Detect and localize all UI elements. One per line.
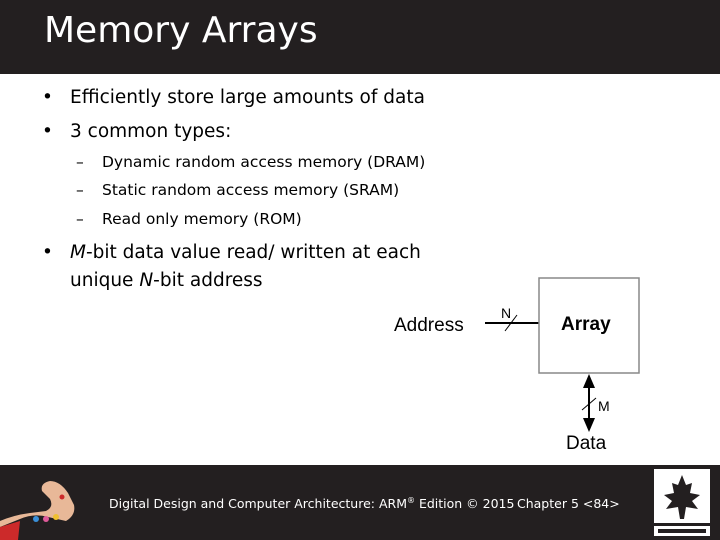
book-title-prefix: Digital Design and Computer Architecture… [109, 496, 407, 512]
m-variable: M [70, 242, 86, 263]
bullet-3-line2-post: -bit address [153, 270, 263, 291]
sub-bullet-text: Read only memory (ROM) [102, 210, 302, 228]
bullet-1: • Efficiently store large amounts of dat… [42, 84, 425, 112]
dash-mark: – [76, 181, 84, 199]
sub-bullet-text: Dynamic random access memory (DRAM) [102, 153, 426, 171]
address-bus-slash [504, 314, 518, 332]
address-label: Address [394, 315, 464, 336]
data-arrow-up [583, 374, 595, 388]
bullet-2-text: 3 common types: [70, 121, 232, 142]
bullet-2: • 3 common types: [42, 118, 232, 146]
dash-mark: – [76, 153, 84, 171]
slide-title: Memory Arrays [44, 10, 318, 51]
n-variable: N [139, 270, 154, 291]
footer-bar: Digital Design and Computer Architecture… [0, 465, 720, 540]
sub-bullet-dram: – Dynamic random access memory (DRAM) [76, 152, 426, 172]
sub-bullet-text: Static random access memory (SRAM) [102, 181, 400, 199]
title-bar: Memory Arrays [0, 0, 720, 74]
bullet-dot: • [42, 87, 53, 108]
dash-mark: – [76, 210, 84, 228]
bullet-3-line1: -bit data value read/ written at each [85, 242, 421, 263]
m-width-label: M [598, 398, 610, 414]
footer-chapter-page: Chapter 5 <84> [517, 496, 620, 511]
array-label: Array [561, 314, 611, 335]
bullet-dot: • [42, 242, 53, 263]
footer-book-title: Digital Design and Computer Architecture… [109, 496, 514, 511]
sub-bullet-rom: – Read only memory (ROM) [76, 209, 302, 229]
book-title-suffix: Edition © 2015 [414, 496, 515, 512]
bullet-dot: • [42, 121, 53, 142]
data-label: Data [566, 433, 607, 454]
bullet-3-continuation: unique N-bit address [70, 267, 263, 295]
data-arrow-down [583, 418, 595, 432]
elsevier-tree-logo [654, 469, 710, 536]
bullet-3-line2-pre: unique [70, 270, 140, 291]
registered-mark: ® [406, 496, 415, 505]
flexed-arm-logo [0, 481, 75, 540]
bullet-1-text: Efficiently store large amounts of data [70, 87, 425, 108]
sub-bullet-sram: – Static random access memory (SRAM) [76, 180, 400, 200]
bullet-3: • M-bit data value read/ written at each [42, 239, 421, 267]
data-bus-slash [581, 397, 597, 411]
array-box [538, 277, 640, 374]
n-width-label: N [501, 305, 511, 321]
